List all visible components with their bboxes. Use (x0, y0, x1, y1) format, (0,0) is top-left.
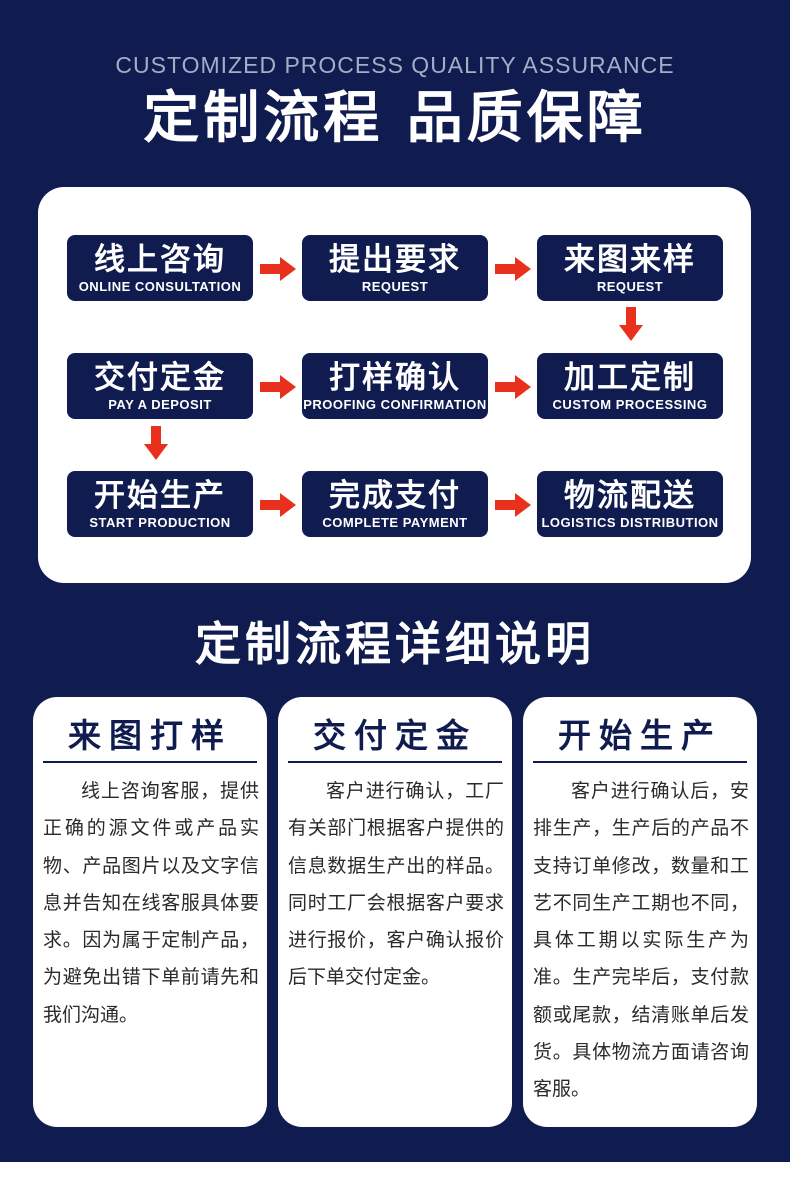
page-background: CUSTOMIZED PROCESS QUALITY ASSURANCE 定制流… (0, 0, 790, 1162)
step-pay-deposit: 交付定金 PAY A DEPOSIT (67, 353, 253, 419)
step-cn-label: 来图来样 (564, 242, 696, 278)
detail-card-deposit: 交付定金 客户进行确认，工厂有关部门根据客户提供的信息数据生产出的样品。同时工厂… (278, 697, 512, 1127)
step-request: 提出要求 REQUEST (302, 235, 488, 301)
step-en-label: LOGISTICS DISTRIBUTION (541, 515, 719, 530)
right-arrow-icon (495, 257, 531, 281)
detail-card-production: 开始生产 客户进行确认后，安排生产，生产后的产品不支持订单修改，数量和工艺不同生… (523, 697, 757, 1127)
step-logistics-distribution: 物流配送 LOGISTICS DISTRIBUTION (537, 471, 723, 537)
down-arrow-icon (619, 307, 643, 341)
step-en-label: COMPLETE PAYMENT (322, 515, 468, 530)
step-cn-label: 开始生产 (94, 478, 226, 514)
step-en-label: PAY A DEPOSIT (108, 397, 212, 412)
detail-card-text: 客户进行确认后，安排生产，生产后的产品不支持订单修改，数量和工艺不同生产工期也不… (533, 780, 749, 1101)
step-cn-label: 打样确认 (329, 360, 461, 396)
step-en-label: PROOFING CONFIRMATION (303, 397, 487, 412)
right-arrow-icon (495, 493, 531, 517)
step-custom-processing: 加工定制 CUSTOM PROCESSING (537, 353, 723, 419)
step-cn-label: 加工定制 (564, 360, 696, 396)
detail-card-title: 交付定金 (288, 711, 502, 763)
step-proofing-confirmation: 打样确认 PROOFING CONFIRMATION (302, 353, 488, 419)
right-arrow-icon (260, 257, 296, 281)
process-flow-card: 线上咨询 ONLINE CONSULTATION 提出要求 REQUEST 来图… (38, 187, 751, 583)
down-arrow-icon (144, 426, 168, 460)
step-en-label: CUSTOM PROCESSING (552, 397, 708, 412)
english-title: CUSTOMIZED PROCESS QUALITY ASSURANCE (115, 52, 675, 78)
detail-card-samples: 来图打样 线上咨询客服，提供正确的源文件或产品实物、产品图片以及文字信息并告知在… (33, 697, 267, 1127)
step-cn-label: 交付定金 (94, 360, 226, 396)
step-send-samples: 来图来样 REQUEST (537, 235, 723, 301)
step-cn-label: 提出要求 (329, 242, 461, 278)
right-arrow-icon (260, 375, 296, 399)
right-arrow-icon (260, 493, 296, 517)
detail-card-text: 客户进行确认，工厂有关部门根据客户提供的信息数据生产出的样品。同时工厂会根据客户… (288, 780, 504, 989)
detail-card-text: 线上咨询客服，提供正确的源文件或产品实物、产品图片以及文字信息并告知在线客服具体… (43, 780, 259, 1026)
detail-card-title: 开始生产 (533, 711, 747, 763)
step-complete-payment: 完成支付 COMPLETE PAYMENT (302, 471, 488, 537)
detail-card-title: 来图打样 (43, 711, 257, 763)
step-cn-label: 物流配送 (564, 478, 696, 514)
step-cn-label: 完成支付 (329, 478, 461, 514)
main-title: 定制流程 品质保障 (143, 86, 647, 151)
step-start-production: 开始生产 START PRODUCTION (67, 471, 253, 537)
details-section-title: 定制流程详细说明 (195, 617, 595, 671)
step-en-label: ONLINE CONSULTATION (78, 279, 242, 294)
step-en-label: REQUEST (361, 279, 429, 294)
step-cn-label: 线上咨询 (94, 242, 226, 278)
right-arrow-icon (495, 375, 531, 399)
step-en-label: REQUEST (596, 279, 664, 294)
step-en-label: START PRODUCTION (89, 515, 231, 530)
step-online-consultation: 线上咨询 ONLINE CONSULTATION (67, 235, 253, 301)
